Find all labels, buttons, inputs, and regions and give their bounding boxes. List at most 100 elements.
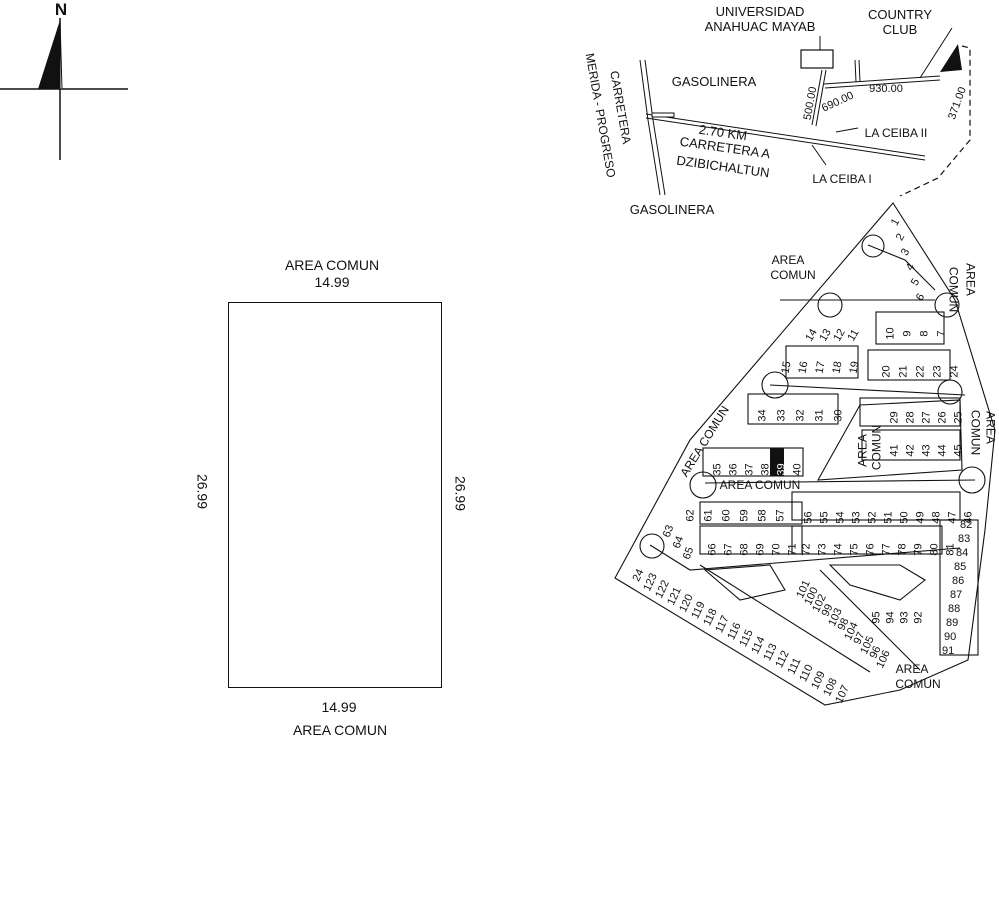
lot-number: 79: [912, 543, 925, 556]
lot-number: 95: [870, 611, 883, 624]
lot-number: 25: [952, 411, 965, 424]
lot-number: 39: [775, 463, 788, 476]
lot-number: 38: [759, 463, 772, 476]
svg-text:91: 91: [942, 645, 954, 657]
lot-number: 15: [779, 360, 794, 375]
lot-number: 74: [832, 543, 845, 556]
lot-number: 67: [722, 543, 735, 556]
lot-number: 53: [850, 511, 863, 524]
lot-number: 21: [897, 365, 910, 378]
lot-number: 40: [791, 463, 804, 476]
lot-number: 77: [880, 543, 893, 556]
lot-number: 34: [756, 409, 769, 422]
svg-text:83: 83: [958, 533, 970, 545]
lot-number: 56: [802, 511, 815, 524]
lot-number: 10: [884, 327, 897, 340]
la-ceiba-i-label: LA CEIBA I: [812, 172, 872, 186]
lot-number: 36: [727, 463, 740, 476]
lot-number: 70: [770, 543, 783, 556]
lot-number: 20: [880, 365, 893, 378]
lot-number: 80: [928, 543, 941, 556]
svg-text:86: 86: [952, 575, 964, 587]
lot-number: 17: [813, 360, 828, 375]
svg-text:89: 89: [946, 617, 958, 629]
lot-number: 60: [720, 509, 733, 522]
lot-number: 66: [706, 543, 719, 556]
lot-number: 48: [930, 511, 943, 524]
lot-number: 51: [882, 511, 895, 524]
lot-number: 58: [756, 509, 769, 522]
lot-number: 68: [738, 543, 751, 556]
plot-right-dim: 26.99: [452, 475, 469, 512]
lot-plan-rectangle: [228, 302, 442, 688]
lot-number: 33: [775, 409, 788, 422]
lot-number: 47: [946, 511, 959, 524]
area-comun-mid: AREA COMUN: [719, 478, 801, 492]
la-ceiba-ii-label: LA CEIBA II: [864, 126, 928, 140]
lot-number: 71: [786, 543, 799, 556]
north-label: N: [54, 0, 68, 19]
lot-number: 32: [794, 409, 807, 422]
area-comun-center-1: AREA: [855, 434, 870, 467]
plot-top-label: AREA COMUN: [284, 257, 380, 273]
area-comun-top-left-1: AREA: [771, 253, 805, 267]
lot-number: 28: [904, 411, 917, 424]
lot-number: 26: [936, 411, 949, 424]
lot-number: 46: [962, 511, 975, 524]
lot-number: 54: [834, 511, 847, 524]
lot-number: 62: [684, 509, 697, 522]
lot-number: 94: [884, 611, 897, 624]
lot-number: 73: [816, 543, 829, 556]
svg-text:87: 87: [950, 589, 962, 601]
north-arrow-icon: [0, 18, 128, 160]
lot-number: 75: [848, 543, 861, 556]
area-comun-right-top-2: COMUN: [946, 266, 961, 313]
lot-number: 23: [931, 365, 944, 378]
area-comun-right-mid-2: COMUN: [968, 409, 983, 456]
lot-number: 49: [914, 511, 927, 524]
plot-bottom-dim: 14.99: [321, 699, 357, 715]
lot-number: 78: [896, 543, 909, 556]
dim-371-label: 371.00: [946, 85, 969, 122]
lot-number: 16: [796, 360, 811, 375]
lot-number: 29: [888, 411, 901, 424]
svg-text:90: 90: [944, 631, 956, 643]
area-comun-top-left-2: COMUN: [770, 268, 816, 282]
svg-text:88: 88: [948, 603, 960, 615]
lot-number: 72: [800, 543, 813, 556]
lot-number: 50: [898, 511, 911, 524]
gasolinera-top-label: GASOLINERA: [671, 74, 757, 89]
lot-number: 81: [944, 543, 957, 556]
lot-number: 59: [738, 509, 751, 522]
dim-930-label: 930.00: [869, 83, 903, 95]
lot-number: 31: [813, 409, 826, 422]
lot-number: 42: [904, 444, 917, 457]
lot-number: 7: [935, 330, 948, 337]
lot-number: 41: [888, 444, 901, 457]
lot-number: 92: [912, 611, 925, 624]
lot-number: 45: [952, 444, 965, 457]
lot-number: 37: [743, 463, 756, 476]
lot-number: 8: [918, 330, 931, 337]
country-club-label-2: CLUB: [882, 22, 918, 37]
lot-number: 69: [754, 543, 767, 556]
lot-number: 30: [832, 409, 845, 422]
svg-text:85: 85: [954, 561, 966, 573]
plot-top-dim: 14.99: [314, 274, 350, 290]
lot-number: 93: [898, 611, 911, 624]
country-club-label-1: COUNTRY: [867, 7, 933, 22]
north-arrow: N: [0, 0, 140, 170]
universidad-label-1: UNIVERSIDAD: [715, 4, 805, 19]
lot-number: 24: [948, 365, 961, 378]
lot-number: 19: [847, 360, 862, 375]
lot-number: 27: [920, 411, 933, 424]
area-comun-center-2: COMUN: [869, 424, 884, 471]
universidad-label-2: ANAHUAC MAYAB: [704, 19, 816, 34]
lot-number: 44: [936, 444, 949, 457]
lot-number: 18: [830, 360, 845, 375]
lot-number: 55: [818, 511, 831, 524]
lot-number: 22: [914, 365, 927, 378]
lot-number: 61: [702, 509, 715, 522]
